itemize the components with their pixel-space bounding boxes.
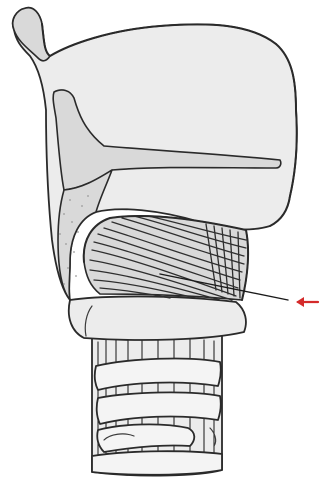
tracheal-ring-4 [92, 451, 222, 475]
red-arrow-icon [296, 297, 318, 307]
trachea [92, 332, 222, 476]
cricoid-cartilage [69, 297, 246, 341]
superior-horn [13, 8, 50, 61]
